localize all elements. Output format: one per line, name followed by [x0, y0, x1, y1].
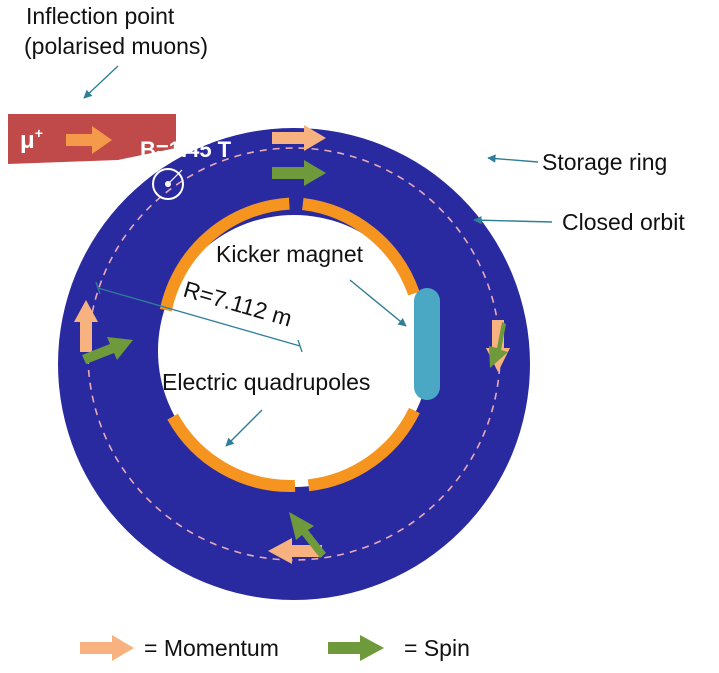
storage-ring [58, 128, 530, 600]
spin-arrow-left [82, 337, 133, 364]
pointer-storage-ring [487, 154, 539, 163]
legend-spin-arrow [328, 635, 384, 661]
pointer-lines [83, 65, 553, 447]
spin-arrow-bottom [289, 512, 326, 558]
electric-quadrupoles-label: Electric quadrupoles [162, 369, 370, 395]
pointer-quadrupoles [225, 409, 263, 447]
quadrupole-top-left [159, 197, 290, 312]
pointer-closed-orbit [473, 215, 553, 225]
radius-line [95, 281, 303, 353]
spin-arrow-top [272, 160, 326, 186]
momentum-arrow-top [272, 125, 326, 151]
muon-charge: + [35, 125, 43, 141]
storage-ring-label: Storage ring [542, 149, 667, 175]
legend-momentum-label: = Momentum [144, 635, 279, 661]
legend-spin-label: = Spin [404, 635, 470, 661]
momentum-arrow-left [74, 300, 98, 352]
spin-arrow-right [489, 322, 508, 368]
field-label: B=1.45 T [140, 137, 232, 162]
field-pointer [167, 169, 183, 185]
closed-orbit-label: Closed orbit [562, 209, 685, 235]
kicker-magnet-label: Kicker magnet [216, 241, 364, 267]
radius-label: R=7.112 m [181, 276, 295, 332]
muon-label: μ [20, 127, 35, 154]
legend: = Momentum = Spin [80, 635, 470, 661]
muon-symbol: μ+ [20, 125, 43, 154]
field-out-of-page-symbol [152, 168, 184, 200]
legend-momentum-arrow [80, 635, 134, 661]
pointer-inflection [83, 65, 119, 99]
inflection-label-line1: Inflection point [26, 3, 175, 29]
inflection-label-line2: (polarised muons) [24, 33, 208, 59]
muon-momentum-arrow [66, 126, 112, 154]
quadrupole-top-right [302, 198, 420, 296]
quadrupole-bottom-right [307, 407, 420, 492]
electric-quadrupoles [159, 197, 420, 492]
pointer-kicker-magnet [349, 279, 407, 327]
quadrupole-bottom-left [167, 413, 296, 492]
kicker-magnet [414, 288, 440, 400]
momentum-arrow-bottom [268, 538, 322, 564]
